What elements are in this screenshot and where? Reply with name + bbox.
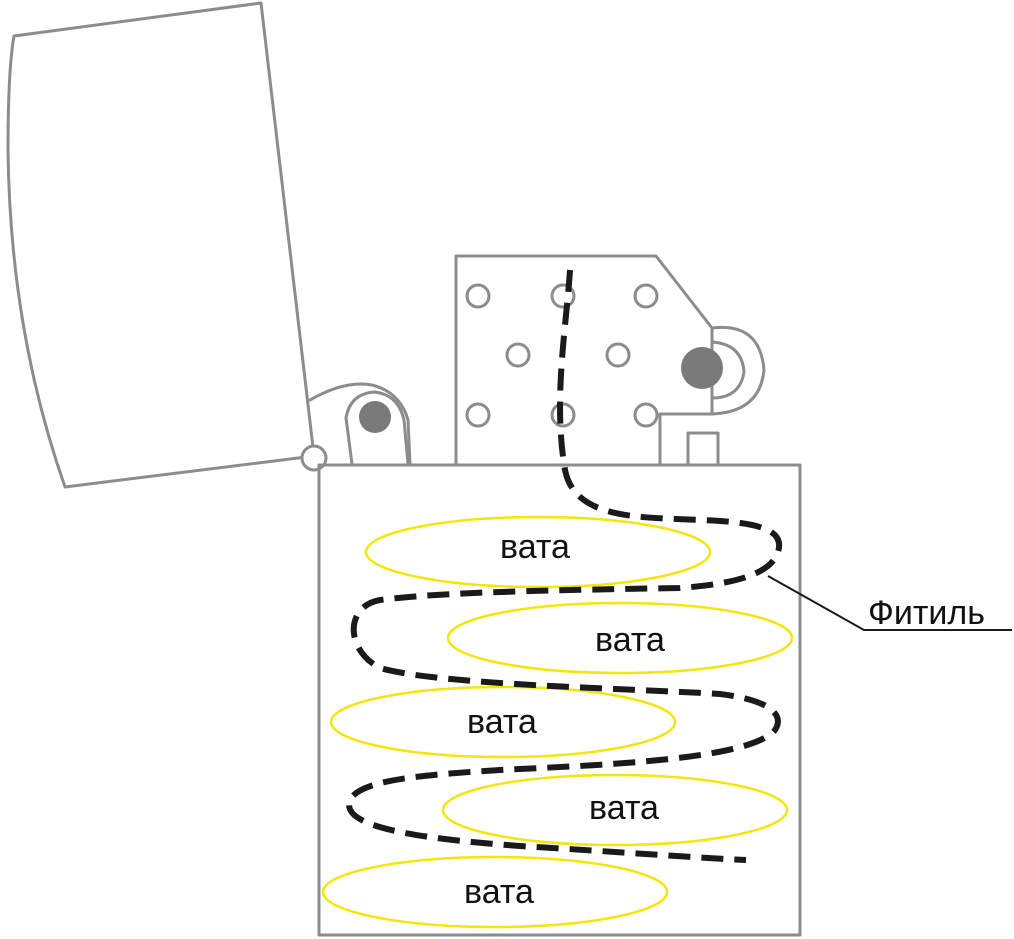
lighter-body xyxy=(317,463,802,937)
chimney-hole xyxy=(465,402,491,428)
wool-ellipse xyxy=(329,685,677,759)
flint-wheel-guard xyxy=(710,325,766,416)
chimney xyxy=(454,254,714,465)
lid-hinge-knuckle xyxy=(344,390,410,466)
wool-ellipse xyxy=(364,515,712,589)
wool-label: вата xyxy=(595,621,665,659)
chimney-holes xyxy=(465,283,659,428)
chimney-hole xyxy=(465,283,491,309)
chimney-hole xyxy=(633,283,659,309)
wool-ellipse xyxy=(446,601,794,675)
chimney-hole xyxy=(605,342,631,368)
chimney-hole xyxy=(633,402,659,428)
wool-ellipse xyxy=(441,773,789,847)
flint-wheel-inner xyxy=(710,340,746,400)
lid xyxy=(6,1,316,489)
wick-callout-label: Фитиль xyxy=(868,594,985,632)
lid-hinge-pin xyxy=(359,401,391,433)
wool-layers: вата вата вата вата вата xyxy=(321,515,794,929)
wool-label: вата xyxy=(467,703,537,741)
flint-wheel-pin xyxy=(681,347,723,389)
wool-label: вата xyxy=(589,789,659,827)
wool-ellipse xyxy=(321,855,669,929)
chimney-hole xyxy=(505,342,531,368)
lid-hinge-arm xyxy=(308,382,412,466)
wool-label: вата xyxy=(500,528,570,566)
flint-tube xyxy=(686,431,720,467)
wick xyxy=(346,269,783,863)
wick-leader-line xyxy=(767,575,1012,631)
wool-label: вата xyxy=(464,873,534,911)
